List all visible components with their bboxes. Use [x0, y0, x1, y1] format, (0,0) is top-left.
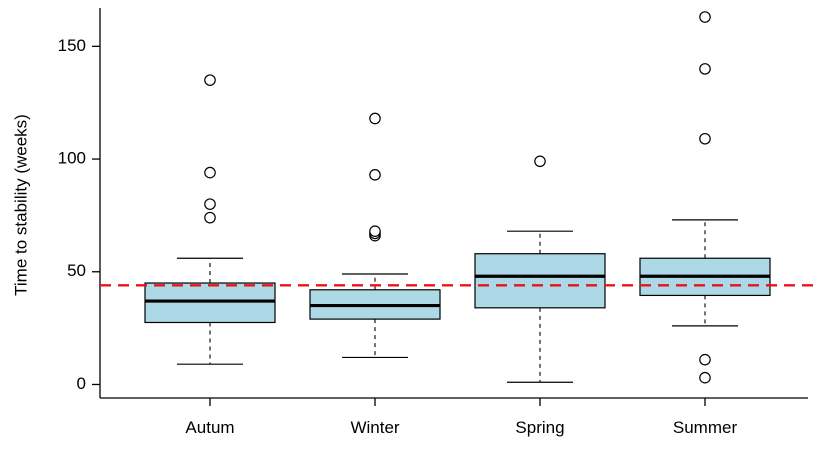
outlier-point [204, 166, 216, 179]
box-group-summer [639, 11, 771, 384]
outlier-point [204, 198, 216, 210]
outlier-point [699, 353, 711, 366]
box-group-autum [144, 74, 276, 365]
y-tick-label: 0 [77, 374, 86, 393]
outlier-point [204, 211, 216, 224]
iqr-box [474, 253, 606, 309]
outlier-point [699, 371, 711, 384]
x-tick-label-summer: Summer [673, 418, 738, 437]
y-tick-label: 50 [67, 261, 86, 280]
y-tick-label: 150 [58, 36, 86, 55]
iqr-box [144, 282, 276, 324]
x-tick-label-autum: Autum [185, 418, 234, 437]
boxes-layer [144, 11, 771, 384]
outlier-point [699, 132, 711, 145]
outlier-point [369, 169, 381, 181]
outlier-point [369, 112, 381, 125]
box-group-spring [474, 155, 606, 383]
outlier-point [534, 155, 546, 168]
y-tick-label: 100 [58, 149, 86, 168]
outlier-point [204, 74, 216, 86]
x-tick-label-winter: Winter [350, 418, 399, 437]
outlier-point [699, 11, 711, 23]
x-tick-label-spring: Spring [515, 418, 564, 437]
outlier-point [699, 63, 711, 75]
box-group-winter [309, 112, 441, 359]
outlier-point [369, 225, 381, 237]
y-axis-title: Time to stability (weeks) [11, 114, 30, 296]
